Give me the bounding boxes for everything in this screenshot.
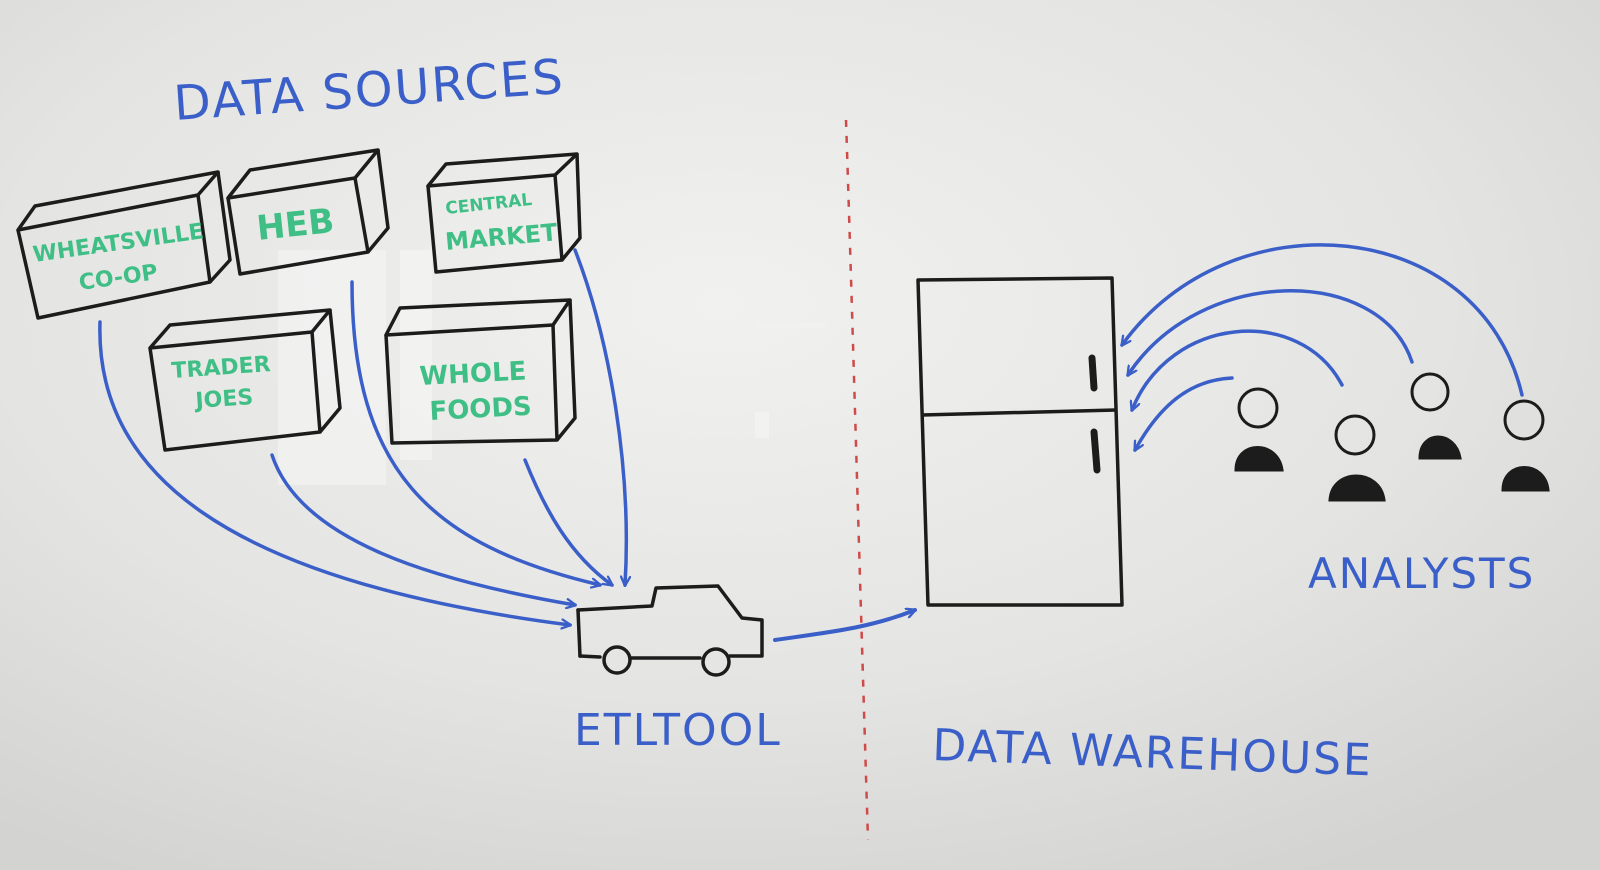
arrow-analyst-4 bbox=[1122, 243, 1524, 397]
analyst-to-warehouse-arrows bbox=[1122, 243, 1524, 450]
person-icon bbox=[1501, 399, 1550, 492]
analyst-group bbox=[1234, 372, 1550, 502]
arrow-whole-foods-to-etl bbox=[523, 458, 612, 585]
source-box-central-market bbox=[426, 152, 582, 274]
arrow-analyst-3 bbox=[1128, 289, 1414, 375]
refrigerator-icon bbox=[916, 276, 1124, 607]
source-label-trader-joes-2: JOES bbox=[193, 385, 254, 414]
window-reflection bbox=[278, 250, 825, 485]
arrow-analyst-1 bbox=[1133, 376, 1234, 450]
source-box-wheatsville bbox=[16, 170, 232, 320]
analysts-label: ANALYSTS bbox=[1308, 549, 1535, 598]
person-icon bbox=[1410, 372, 1462, 460]
arrow-wheatsville-to-etl bbox=[98, 320, 570, 625]
etl-tool-label: ETLTOOL bbox=[574, 705, 782, 756]
source-box-whole-foods bbox=[384, 298, 577, 445]
arrow-trader-joes-to-etl bbox=[270, 453, 575, 605]
person-icon bbox=[1234, 387, 1284, 472]
arrow-etl-to-warehouse bbox=[773, 610, 915, 642]
source-box-heb bbox=[226, 148, 390, 276]
source-to-etl-arrows bbox=[98, 248, 626, 625]
truck-icon bbox=[576, 584, 764, 677]
source-label-heb: HEB bbox=[255, 201, 336, 249]
divider-line bbox=[844, 119, 870, 841]
source-box-trader-joes bbox=[148, 308, 342, 452]
arrow-heb-to-etl bbox=[350, 280, 600, 585]
arrow-central-market-to-etl bbox=[573, 248, 626, 585]
arrow-analyst-2 bbox=[1132, 329, 1344, 410]
person-icon bbox=[1328, 414, 1386, 502]
source-label-whole-foods-2: FOODS bbox=[429, 392, 533, 427]
source-label-whole-foods-1: WHOLE bbox=[419, 356, 527, 392]
